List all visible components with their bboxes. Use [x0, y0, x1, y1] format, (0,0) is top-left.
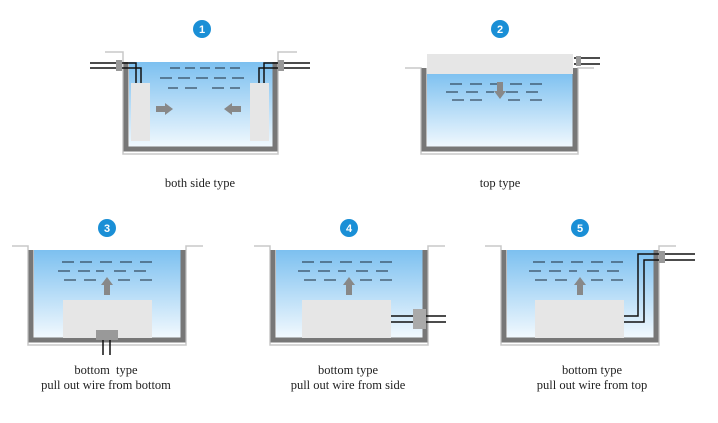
diagram-1: 1 both side type: [90, 20, 310, 190]
wire-connector-3: [96, 330, 118, 340]
wire-1-right: [258, 62, 310, 83]
ripples-4: [298, 261, 392, 281]
wire-connector-2: [576, 56, 581, 66]
caption-1-line-1: both side type: [165, 176, 236, 190]
up-arrow-icon: [574, 277, 586, 295]
step-number-2: 2: [497, 24, 503, 36]
caption-4-line-2: pull out wire from side: [291, 378, 406, 392]
diagram-4: 4 bottom type pull out wire from side: [254, 219, 446, 392]
down-arrow-icon: [494, 82, 506, 99]
step-number-5: 5: [577, 223, 583, 235]
wire-connector-5: [659, 251, 665, 263]
step-badge-5: [571, 219, 589, 237]
wire-connector-1-right: [278, 60, 284, 71]
diagram-5: 5 bottom type pull out wire from top: [485, 219, 695, 392]
transducer-plate-right: [250, 83, 269, 141]
wire-connector-1-left: [116, 60, 122, 71]
caption-4-line-1: bottom type: [318, 363, 379, 377]
caption-3-line-1: bottom type: [74, 363, 138, 377]
transducer-plate-bottom-4: [302, 300, 391, 338]
step-number-4: 4: [346, 223, 353, 235]
transducer-plate-bottom-5: [535, 300, 624, 338]
caption-3-line-2: pull out wire from bottom: [41, 378, 171, 392]
step-badge-1: [193, 20, 211, 38]
transducer-plate-left: [131, 83, 150, 141]
step-number-1: 1: [199, 24, 205, 36]
tank-2: [405, 67, 594, 155]
up-arrow-icon: [343, 277, 355, 295]
right-arrow-icon: [156, 103, 173, 115]
wire-connector-4: [413, 309, 426, 329]
caption-2-line-1: top type: [480, 176, 521, 190]
step-badge-4: [340, 219, 358, 237]
wire-1-left: [90, 62, 142, 83]
wire-5: [624, 253, 695, 323]
diagram-3: 3 bottom type pull out wire from bottom: [12, 219, 203, 392]
step-badge-3: [98, 219, 116, 237]
wire-3: [102, 340, 111, 355]
ripples-3: [58, 261, 152, 281]
step-badge-2: [491, 20, 509, 38]
diagram-2: 2 top type: [405, 20, 600, 190]
ripples-5: [529, 261, 623, 281]
caption-5-line-1: bottom type: [562, 363, 623, 377]
ripples-2: [446, 83, 542, 101]
transducer-plate-top: [427, 54, 573, 74]
step-number-3: 3: [104, 223, 110, 235]
left-arrow-icon: [224, 103, 241, 115]
ripples-1: [160, 67, 244, 89]
up-arrow-icon: [101, 277, 113, 295]
caption-5-line-2: pull out wire from top: [537, 378, 647, 392]
